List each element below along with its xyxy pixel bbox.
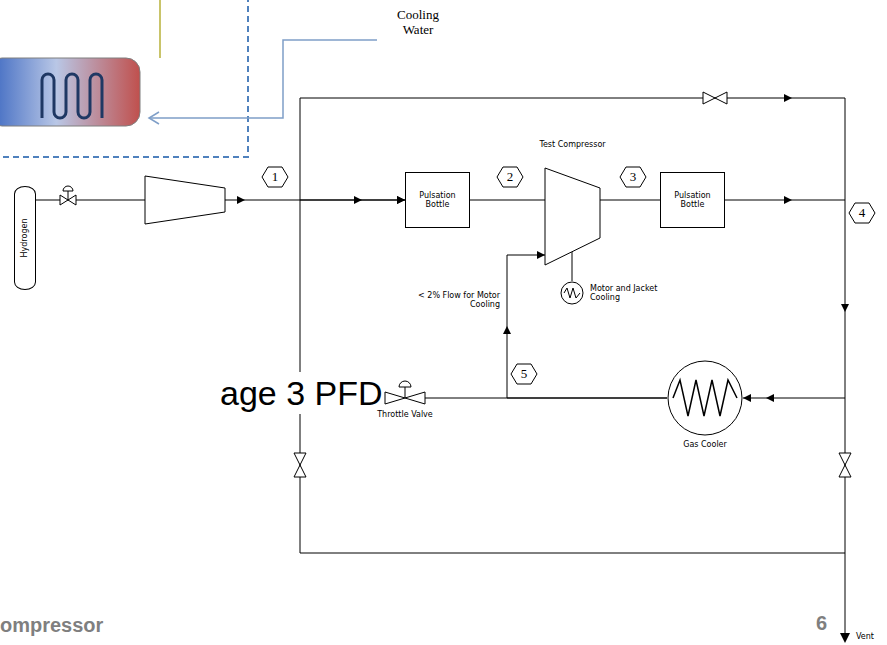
- isolation-valve: [294, 453, 306, 477]
- cooling-water-line: [150, 40, 377, 118]
- valve-label-box: Throttle Valve: [373, 410, 437, 419]
- flow-arrow: [503, 326, 511, 334]
- node-label: Test Compressor: [539, 140, 606, 149]
- callout-hexagon: [849, 203, 875, 223]
- flow-line: [600, 200, 660, 201]
- motor-coolant-pipe: [572, 252, 573, 268]
- callout-number: 2: [497, 168, 523, 186]
- isolation-valve: [839, 453, 851, 477]
- callout-number: 4: [849, 204, 875, 222]
- node-label: Throttle Valve: [373, 410, 437, 419]
- pulsation-bottle: Pulsation Bottle: [660, 172, 725, 228]
- callout-hexagon: [262, 167, 288, 187]
- motor-coil-winding: [564, 288, 580, 298]
- gas-cooler-coil: [673, 380, 737, 416]
- valve-actuator: [399, 381, 411, 387]
- flow-line: [470, 200, 545, 201]
- flow-arrow: [841, 304, 849, 312]
- footer-text: 6: [816, 612, 838, 635]
- booster-compressor: [145, 176, 225, 224]
- compressor-body: [545, 168, 600, 265]
- flow-line: [725, 200, 845, 398]
- flow-arrow: [766, 394, 774, 402]
- slide-title: age 3 PFD: [218, 372, 385, 414]
- cooler-label-box: Gas Cooler: [657, 440, 753, 449]
- node-label: Pulsation Bottle: [409, 191, 466, 209]
- flow-line: [507, 255, 667, 398]
- stream-label: Cooling Water: [385, 8, 451, 38]
- vent-arrow: [840, 633, 850, 643]
- flow-arrow: [237, 196, 245, 204]
- motor-coil-ring: [561, 282, 583, 304]
- callout-hexagon: [620, 167, 646, 187]
- heat-exchanger-coil: [42, 74, 102, 118]
- footer-text: Vent: [856, 632, 886, 641]
- callout-number: 5: [511, 365, 537, 383]
- callout-number: 3: [620, 168, 646, 186]
- regulator-dome: [63, 186, 73, 191]
- callout-hexagon: [511, 364, 537, 384]
- flow-arrow: [354, 196, 362, 204]
- flow-arrow: [784, 196, 792, 204]
- motor-coil-symbol: [560, 281, 584, 305]
- callout-number: 1: [262, 168, 288, 186]
- test-compressor: Test Compressor: [545, 140, 600, 268]
- heat-exchanger-tank: [0, 58, 140, 126]
- node-label: Motor and Jacket Cooling: [590, 284, 670, 302]
- throttle-valve-symbol: [385, 380, 425, 410]
- compressor-heading: Test Compressor: [539, 140, 606, 149]
- flow-line: [300, 200, 405, 398]
- bottom-bypass-line: [300, 398, 845, 553]
- throttle-valve: Throttle Valve: [385, 380, 425, 420]
- node-label: Gas Cooler: [657, 440, 753, 449]
- cooling-water-arrow: [149, 112, 159, 124]
- flow-line: [572, 268, 573, 281]
- pulsation-bottle: Pulsation Bottle: [405, 172, 470, 228]
- bypass-valve: [703, 92, 727, 104]
- footer-text: ompressor: [0, 614, 160, 637]
- edge-label: < 2% Flow for Motor Cooling: [396, 291, 500, 309]
- valve-stem: [405, 387, 406, 398]
- motor-label-box: Motor and Jacket Cooling: [590, 284, 670, 302]
- flow-arrow: [784, 94, 792, 102]
- inset-pipe: [159, 0, 161, 58]
- vent-line: [845, 398, 846, 636]
- gas-cooler-symbol: [667, 360, 743, 436]
- node-label: Pulsation Bottle: [664, 191, 721, 209]
- motor-cooling-coil: Motor and Jacket Cooling: [560, 281, 670, 305]
- callout-hexagon: [497, 167, 523, 187]
- gas-cooler-shell: [668, 361, 742, 435]
- node-label: Hydrogen: [20, 219, 29, 258]
- gas-cooler: Gas Cooler: [667, 360, 743, 450]
- regulator-stem: [68, 191, 69, 200]
- hydrogen-cylinder: Hydrogen: [14, 186, 36, 290]
- compressor-symbol: [545, 140, 600, 268]
